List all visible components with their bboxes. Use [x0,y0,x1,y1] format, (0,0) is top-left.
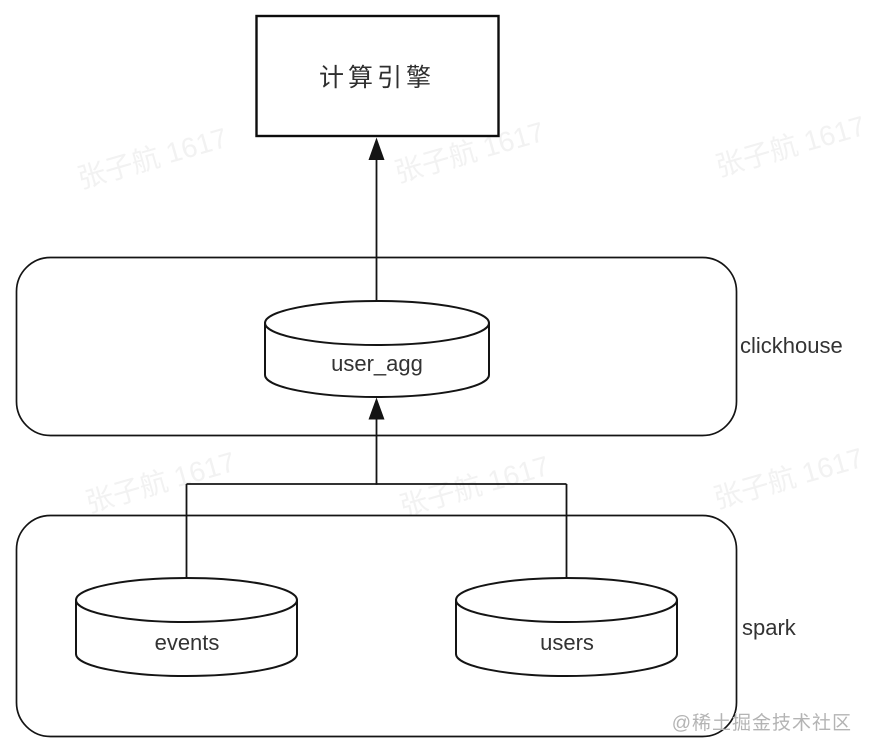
compute-engine-label: 计算引擎 [318,64,436,92]
user-agg-label: user_agg [331,351,423,376]
arrowhead-icon [368,397,385,420]
spark-container-label: spark [742,615,796,640]
spark-container-box [15,514,738,738]
arrowhead-icon [368,137,385,160]
users-label: users [540,630,594,655]
database-icon-user-agg [264,300,490,398]
cylinder-top [75,577,298,623]
arrow-user-agg-to-compute-engine [368,137,385,302]
cylinder-top [264,300,490,346]
cylinder-top [455,577,678,623]
database-icon-users [455,577,678,677]
events-label: events [154,630,220,655]
clickhouse-container-label: clickhouse [740,333,843,358]
arrow-sources-to-user-agg [185,397,568,580]
compute-engine-box [255,14,500,138]
database-icon-events [75,577,298,677]
juejin-community-watermark: @稀土掘金技术社区 [671,713,852,734]
